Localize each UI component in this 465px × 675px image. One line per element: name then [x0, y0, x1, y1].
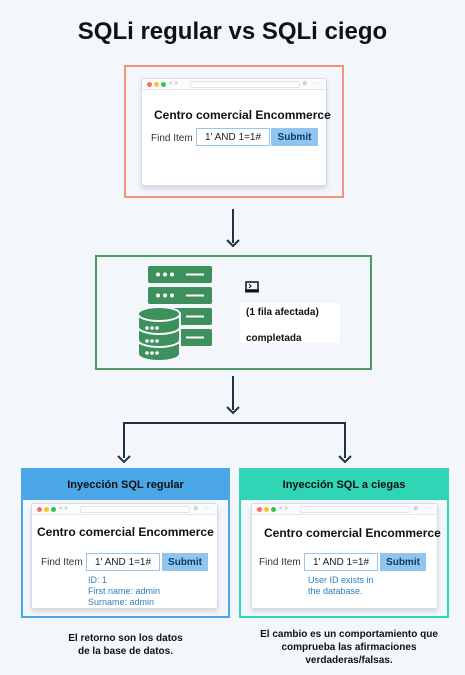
result-line: ID: 1	[88, 575, 108, 585]
shop-title: Centro comercial Encommerce	[37, 525, 214, 539]
response-message-box	[240, 303, 340, 343]
browser-toolbar: < > ◦ ⊕ ⋯	[142, 79, 326, 90]
database-server-icon	[137, 266, 212, 362]
nav-arrows-icon[interactable]: < >	[169, 81, 178, 87]
minimize-dot-icon[interactable]	[154, 82, 159, 87]
page-title: SQLi regular vs SQLi ciego	[77, 18, 388, 45]
search-input[interactable]: 1' AND 1=1#	[86, 553, 160, 571]
browser-toolbar: < > ◦ ⊕ ⋯	[32, 504, 217, 515]
page-icon: ◦	[84, 507, 86, 513]
toolbar-icons[interactable]: ⊕ ⋯	[302, 81, 321, 87]
blind-caption: El cambio es un comportamiento que compr…	[239, 628, 459, 667]
caption-line: El retorno son los datos	[68, 633, 183, 644]
result-line: First name: admin	[88, 586, 161, 596]
browser-toolbar: < > ◦ ⊕ ⋯	[252, 504, 437, 515]
regular-result-text: ID: 1 First name: admin Surname: admin	[88, 575, 160, 608]
caption-line: comprueba las afirmaciones	[281, 642, 417, 653]
minimize-dot-icon[interactable]	[44, 507, 49, 512]
arrowhead-right	[338, 455, 352, 464]
shop-title: Centro comercial Encommerce	[264, 526, 441, 540]
nav-arrows-icon[interactable]: < >	[59, 506, 68, 512]
maximize-dot-icon[interactable]	[51, 507, 56, 512]
result-line: Surname: admin	[88, 597, 155, 607]
submit-button[interactable]: Submit	[162, 553, 208, 571]
search-input[interactable]: 1' AND 1=1#	[196, 128, 270, 146]
find-item-label: Find Item	[41, 557, 83, 568]
submit-button[interactable]: Submit	[380, 553, 426, 571]
regular-caption: El retorno son los datos de la base de d…	[21, 632, 230, 658]
result-line: the database.	[308, 586, 363, 596]
page-icon: ◦	[194, 82, 196, 88]
blind-sqli-header: Inyección SQL a ciegas	[241, 470, 447, 500]
blind-result-text: User ID exists in the database.	[308, 575, 374, 597]
close-dot-icon[interactable]	[147, 82, 152, 87]
close-dot-icon[interactable]	[257, 507, 262, 512]
submit-button[interactable]: Submit	[271, 128, 318, 146]
caption-line: El cambio es un comportamiento que	[260, 629, 438, 640]
maximize-dot-icon[interactable]	[161, 82, 166, 87]
close-dot-icon[interactable]	[37, 507, 42, 512]
arrowhead-mid	[226, 406, 240, 415]
nav-arrows-icon[interactable]: < >	[279, 506, 288, 512]
minimize-dot-icon[interactable]	[264, 507, 269, 512]
caption-line: de la base de datos.	[77, 646, 174, 657]
rows-affected-text: (1 fila afectada)	[246, 307, 319, 318]
address-bar[interactable]: ◦	[300, 506, 410, 513]
shop-title: Centro comercial Encommerce	[154, 108, 331, 122]
address-bar[interactable]: ◦	[80, 506, 190, 513]
regular-sqli-header: Inyección SQL regular	[23, 470, 228, 500]
completed-text: completada	[246, 333, 302, 344]
toolbar-icons[interactable]: ⊕ ⋯	[193, 506, 212, 512]
find-item-label: Find Item	[151, 133, 193, 144]
arrowhead-top	[226, 239, 240, 248]
find-item-label: Find Item	[259, 557, 301, 568]
page-icon: ◦	[304, 507, 306, 513]
address-bar[interactable]: ◦	[190, 81, 300, 88]
branch-line	[123, 422, 346, 458]
caption-line: verdaderas/falsas.	[305, 655, 393, 666]
terminal-icon	[245, 281, 259, 293]
toolbar-icons[interactable]: ⊕ ⋯	[413, 506, 432, 512]
search-input[interactable]: 1' AND 1=1#	[304, 553, 378, 571]
result-line: User ID exists in	[308, 575, 374, 585]
maximize-dot-icon[interactable]	[271, 507, 276, 512]
arrowhead-left	[117, 455, 131, 464]
